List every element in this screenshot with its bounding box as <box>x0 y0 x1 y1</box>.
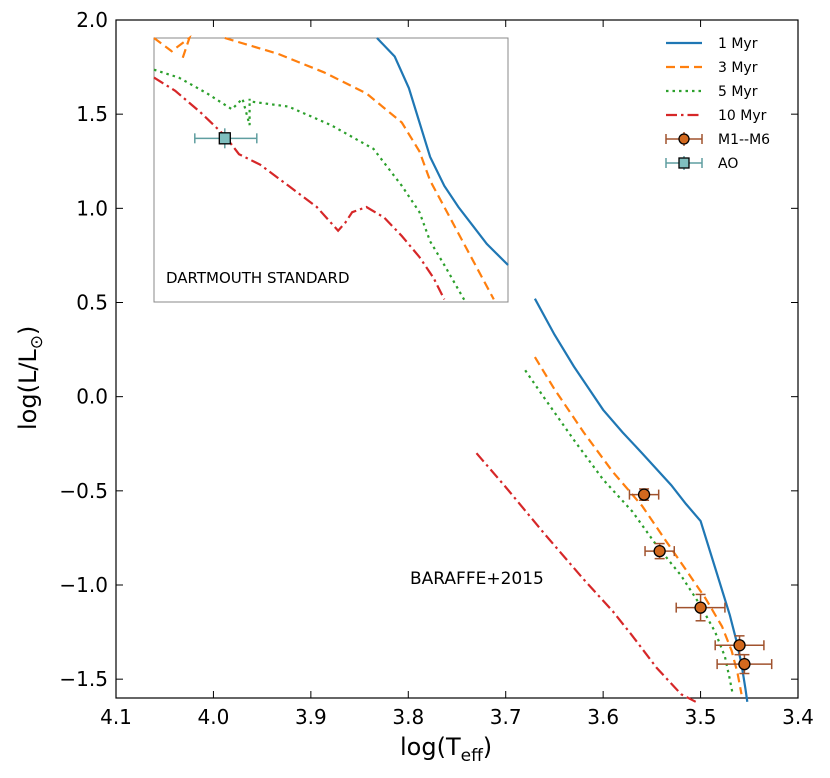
inset-series-0 <box>376 37 509 266</box>
y-tick-label-3: 0.0 <box>76 385 108 409</box>
main-markers-group <box>628 488 773 675</box>
y-axis-ticks: −1.5 −1.0 −0.5 0.0 0.5 1.0 1.5 2.0 <box>59 8 798 691</box>
legend-label-5: AO <box>718 156 738 172</box>
x-axis-label-main: log(T <box>400 733 461 761</box>
y-tick-label-0: −1.5 <box>59 667 108 691</box>
data-point-0-1 <box>644 542 676 560</box>
inset-series-3 <box>153 76 446 300</box>
x-tick-label-0: 4.1 <box>100 705 132 729</box>
y-tick-label-1: −1.0 <box>59 573 108 597</box>
legend-entry-5: AO <box>665 156 738 172</box>
inset-series-1-b <box>224 36 495 300</box>
y-tick-label-2: −0.5 <box>59 479 108 503</box>
legend-entry-2: 5 Myr <box>666 84 758 100</box>
data-point-0-4 <box>716 653 773 675</box>
y-axis-label-close: ) <box>14 326 42 335</box>
inset-series-group <box>153 35 509 303</box>
inset-markers-group <box>194 128 258 149</box>
x-tick-label-7: 3.4 <box>782 705 814 729</box>
y-tick-label-4: 0.5 <box>76 291 108 315</box>
x-tick-label-3: 3.8 <box>392 705 424 729</box>
x-tick-label-4: 3.7 <box>490 705 522 729</box>
legend-label-4: M1--M6 <box>718 132 770 148</box>
inset-panel <box>153 37 509 303</box>
legend-label-1: 3 Myr <box>718 60 758 76</box>
x-tick-label-2: 3.9 <box>295 705 327 729</box>
y-axis-label-sun: ⊙ <box>27 335 47 349</box>
legend-label-2: 5 Myr <box>718 84 758 100</box>
main-annotation: BARAFFE+2015 <box>410 569 544 589</box>
inset-series-2 <box>153 68 467 303</box>
x-tick-label-6: 3.5 <box>685 705 717 729</box>
legend-label-0: 1 Myr <box>718 36 758 52</box>
x-axis-label-close: ) <box>483 733 492 761</box>
x-axis-ticks: 4.1 4.0 3.9 3.8 3.7 3.6 3.5 3.4 <box>100 20 814 729</box>
x-tick-label-1: 4.0 <box>198 705 230 729</box>
x-tick-label-5: 3.6 <box>587 705 619 729</box>
data-point-0-0 <box>628 488 660 501</box>
legend-entry-4: M1--M6 <box>665 132 770 148</box>
inset-annotation: DARTMOUTH STANDARD <box>166 269 350 287</box>
y-axis-label-main: log(L/L <box>14 349 42 430</box>
legend-entry-0: 1 Myr <box>666 36 758 52</box>
main-series-group <box>475 298 749 703</box>
y-axis-label: log(L/L⊙) <box>14 326 47 430</box>
main-series-0 <box>533 298 749 702</box>
inset-series-1 <box>153 35 192 60</box>
x-axis-label: log(Teff) <box>400 733 492 766</box>
legend-label-3: 10 Myr <box>718 108 767 124</box>
y-tick-label-6: 1.5 <box>76 102 108 126</box>
main-series-3 <box>475 452 697 703</box>
x-axis-label-sub: eff <box>461 746 484 766</box>
legend-entry-1: 3 Myr <box>666 60 758 76</box>
inset-data-point-0-0 <box>194 128 258 149</box>
data-point-0-3 <box>714 635 765 656</box>
legend-entry-3: 10 Myr <box>666 108 767 124</box>
y-tick-label-7: 2.0 <box>76 8 108 32</box>
main-series-1 <box>533 356 743 695</box>
data-point-0-2 <box>675 593 726 622</box>
y-tick-label-5: 1.0 <box>76 196 108 220</box>
